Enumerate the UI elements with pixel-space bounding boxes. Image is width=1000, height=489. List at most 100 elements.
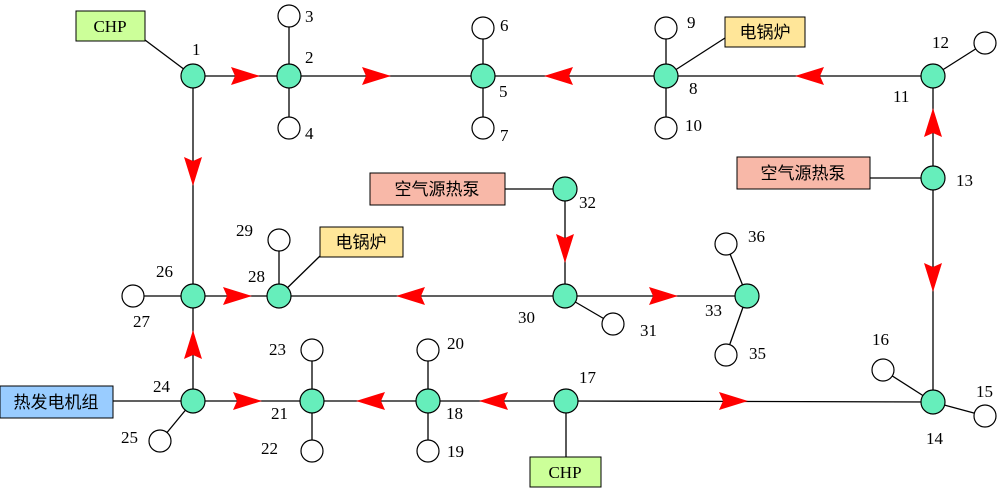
node-12 [973,31,997,55]
electric-boiler-mid-label: 电锅炉 [336,233,387,253]
node-label-20: 20 [447,334,464,353]
node-label-25: 25 [121,428,138,447]
node-label-31: 31 [640,321,657,340]
chp-bottom-label: CHP [548,463,581,482]
node-label-28: 28 [248,267,265,286]
flow-arrow-13-14 [924,263,942,292]
node-label-24: 24 [153,377,171,396]
flow-arrows [184,67,942,410]
node-label-30: 30 [518,308,535,327]
node-29 [267,228,291,252]
chp-top-box [75,10,146,42]
node-label-13: 13 [956,171,973,190]
flow-arrow-17-18 [479,392,508,410]
node-label-35: 35 [749,344,766,363]
node-17 [553,388,579,414]
node-31 [601,312,625,336]
node-label-26: 26 [156,262,173,281]
node-label-4: 4 [305,124,314,143]
generator-set-label: 热发电机组 [14,393,99,413]
node-33 [734,283,760,309]
flow-arrow-17-14 [719,392,748,410]
node-label-1: 1 [192,40,201,59]
chp-top-label: CHP [93,17,126,36]
node-25 [148,429,172,453]
node-7 [471,116,495,140]
node-32 [552,176,578,202]
source-boxes [0,10,871,488]
air-heat-pump-right-box [736,156,871,190]
air-heat-pump-left-label: 空气源热泵 [395,180,480,200]
node-label-21: 21 [271,404,288,423]
bus-nodes [180,63,946,415]
node-30 [552,283,578,309]
node-label-15: 15 [976,382,993,401]
node-23 [300,338,324,362]
flow-arrow-30-28 [396,287,425,305]
node-11 [920,63,946,89]
air-heat-pump-right-label: 空气源热泵 [761,164,846,184]
node-label-17: 17 [579,368,597,387]
flow-arrow-24-26 [184,330,202,359]
node-label-22: 22 [261,439,278,458]
flow-arrow-24-21 [233,392,262,410]
node-label-6: 6 [500,16,509,35]
generator-set-box [0,385,114,419]
node-label-8: 8 [689,79,698,98]
node-label-33: 33 [705,301,722,320]
node-27 [121,284,145,308]
node-10 [654,116,678,140]
flow-arrow-26-28 [223,287,252,305]
node-21 [299,388,325,414]
node-label-14: 14 [926,429,944,448]
flow-arrow-13-11 [924,108,942,137]
electric-boiler-top-box [724,16,806,48]
node-16 [871,358,895,382]
node-label-3: 3 [305,7,314,26]
node-13 [920,165,946,191]
electric-boiler-top-label: 电锅炉 [740,23,791,43]
flow-arrow-8-5 [544,67,573,85]
flow-arrow-32-30 [556,234,574,263]
load-nodes [121,4,997,463]
node-24 [180,388,206,414]
flow-arrow-1-26 [184,157,202,186]
node-14 [920,389,946,415]
node-label-36: 36 [748,227,765,246]
node-4 [277,116,301,140]
node-35 [714,343,738,367]
node-1 [180,63,206,89]
air-heat-pump-left-box [369,172,506,206]
node-19 [416,439,440,463]
source-labels: CHP CHP 电锅炉 电锅炉 空气源热泵 空气源热泵 热发电机组 [14,17,846,482]
pipe-17-14 [565,400,934,403]
node-8 [653,63,679,89]
node-20 [416,338,440,362]
node-label-10: 10 [685,116,702,135]
node-6 [471,16,495,40]
flow-arrow-1-2 [231,67,260,85]
flow-arrow-30-33 [649,287,678,305]
node-label-29: 29 [236,221,253,240]
node-label-32: 32 [579,193,596,212]
node-label-16: 16 [872,330,889,349]
node-label-7: 7 [500,126,509,145]
flow-arrow-11-8 [795,67,824,85]
flow-arrow-2-5 [362,67,391,85]
node-label-2: 2 [305,48,314,67]
node-label-19: 19 [447,442,464,461]
node-label-23: 23 [269,340,286,359]
node-26 [180,283,206,309]
node-label-11: 11 [893,87,909,106]
node-label-5: 5 [499,82,508,101]
chp-bottom-box [529,456,602,488]
electric-boiler-mid-box [319,226,404,258]
node-15 [973,404,997,428]
flow-arrow-18-21 [356,392,385,410]
node-22 [300,439,324,463]
node-label-9: 9 [687,13,696,32]
node-label-12: 12 [932,33,949,52]
node-9 [654,16,678,40]
node-labels: 1 2 3 4 5 6 7 8 9 10 11 12 13 14 15 16 1… [121,7,993,461]
